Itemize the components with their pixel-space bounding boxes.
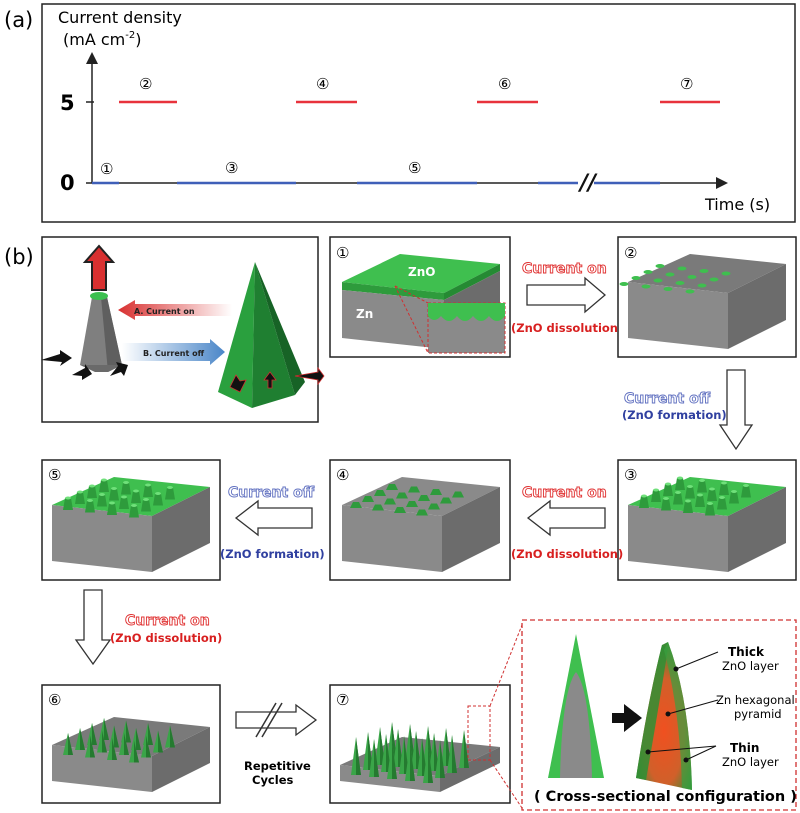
dissolution-label-1: (ZnO dissolution) <box>511 321 623 335</box>
arrow-step3-to-step4 <box>526 499 606 537</box>
x-axis-arrowhead <box>716 177 728 189</box>
thick-label-1: Thick <box>728 645 765 659</box>
zno-dot <box>641 284 651 289</box>
zn-pyramid-label-2: pyramid <box>734 707 782 721</box>
x-axis-title: Time (s) <box>704 195 770 214</box>
step3-number: ③ <box>624 466 637 484</box>
zno-dot <box>709 277 719 282</box>
zno-dot <box>697 283 707 288</box>
zno-dot <box>653 278 663 283</box>
dissolution-label-2: (ZnO dissolution) <box>511 547 623 561</box>
y-tick-label-0: 0 <box>60 171 75 195</box>
hexagonal-pyramid-illustration <box>218 262 325 408</box>
repetitive-label-1: Repetitive <box>244 759 311 773</box>
step7-number: ⑦ <box>336 691 349 709</box>
cross-section-caption: ( Cross-sectional configuration ) <box>534 789 797 805</box>
step5-number: ⑤ <box>48 466 61 484</box>
zno-dot <box>721 271 731 276</box>
y-axis-title-line1: Current density <box>58 8 182 27</box>
step-label-5: ⑤ <box>408 159 421 177</box>
arrow-step5-to-step6 <box>74 589 112 666</box>
step-label-1: ① <box>100 160 113 178</box>
thick-label-2: ZnO layer <box>722 659 779 673</box>
zno-dot <box>685 289 695 294</box>
thin-label-2: ZnO layer <box>722 755 779 769</box>
zno-dot <box>687 275 697 279</box>
zno-dot <box>631 276 641 280</box>
arrow-step1-to-step2 <box>526 276 607 314</box>
step-label-3: ③ <box>225 159 238 177</box>
step1-number: ① <box>336 244 349 262</box>
dissolution-label-3: (ZnO dissolution) <box>110 631 222 645</box>
arrow-step4-to-step5 <box>234 499 313 537</box>
formation-label-1: (ZnO formation) <box>622 408 727 422</box>
axis-break-mark: // <box>577 171 598 196</box>
zno-dot <box>619 282 629 286</box>
step-label-7: ⑦ <box>680 75 693 93</box>
y-axis-arrowhead <box>86 52 98 64</box>
axis-break-gap <box>578 178 594 188</box>
zno-top-layer <box>342 254 500 293</box>
zno-dot <box>677 266 687 271</box>
zn-substrate <box>342 290 444 349</box>
zno-dot <box>663 287 673 291</box>
arrow-repetitive-cycles <box>235 703 318 737</box>
mechanism-label-a: A. Current on <box>134 307 195 316</box>
thin-label-1: Thin <box>730 741 759 755</box>
repetitive-label-2: Cycles <box>252 773 293 787</box>
step-label-6: ⑥ <box>498 75 511 93</box>
step4-number: ④ <box>336 466 349 484</box>
current-off-label-2: Current off <box>228 485 315 501</box>
step6-number: ⑥ <box>48 691 61 709</box>
zno-dot <box>643 270 653 274</box>
y-tick-label-5: 5 <box>60 91 75 115</box>
current-on-arrow <box>118 300 232 320</box>
y-axis-title-line2: (mA cm-2) <box>63 30 141 49</box>
step-label-4: ④ <box>316 75 329 93</box>
current-on-label-1: Current on <box>522 261 607 277</box>
formation-label-2: (ZnO formation) <box>220 547 325 561</box>
upward-arrow-icon <box>82 244 116 291</box>
current-off-arrow <box>122 339 225 365</box>
current-pulse-trace <box>92 100 720 188</box>
zno-label: ZnO <box>408 265 435 279</box>
arrow-to-micrograph <box>612 704 642 732</box>
current-on-label-3: Current on <box>125 613 210 629</box>
truncated-pyramid-illustration <box>41 244 128 380</box>
panel-a-label: (a) <box>4 8 33 32</box>
zno-dots-pattern <box>619 264 731 294</box>
panel-a-frame <box>41 3 796 223</box>
zno-dot <box>655 264 665 268</box>
current-on-label-2: Current on <box>522 485 607 501</box>
zno-dot <box>665 272 675 277</box>
step-label-2: ② <box>139 75 152 93</box>
current-off-label-1: Current off <box>624 391 711 407</box>
panel-b-label: (b) <box>4 245 34 269</box>
mechanism-label-b: B. Current off <box>143 349 205 358</box>
zno-dot <box>675 281 685 285</box>
zno-dot <box>699 269 709 273</box>
zn-pyramid-label-1: Zn hexagonal <box>716 693 795 707</box>
arrow-step2-to-step3 <box>718 369 754 451</box>
zn-label: Zn <box>356 307 373 321</box>
step2-number: ② <box>624 244 637 262</box>
